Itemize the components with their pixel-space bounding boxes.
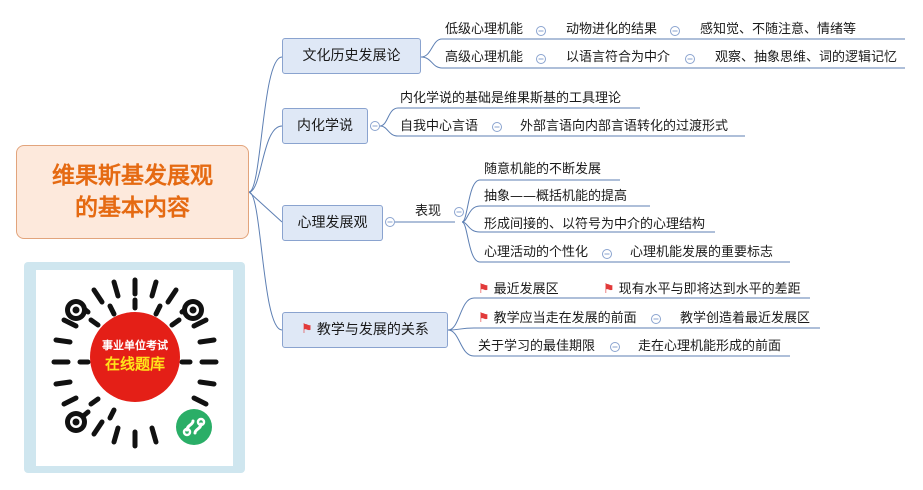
flag-icon: ⚑	[301, 322, 313, 337]
node-zpd[interactable]: ⚑最近发展区	[478, 282, 559, 298]
branch-teaching-development-label: 教学与发展的关系	[316, 322, 429, 338]
branch-teaching-development[interactable]: ⚑ 教学与发展的关系	[282, 312, 448, 348]
node-egocentric-speech-desc[interactable]: 外部言语向内部言语转化的过渡形式	[520, 119, 729, 134]
node-mediated-structure[interactable]: 形成间接的、以符号为中介的心理结构	[484, 217, 706, 232]
node-low-function-examples[interactable]: 感知觉、不随注意、情绪等	[700, 22, 857, 37]
node-voluntary-function[interactable]: 随意机能的不断发展	[484, 162, 602, 177]
node-high-function-mediator[interactable]: 以语言符合为中介	[566, 50, 671, 65]
node-optimal-period[interactable]: 关于学习的最佳期限	[478, 339, 596, 354]
branch-internalization-label: 内化学说	[297, 118, 353, 134]
branch-mental-development-label: 心理发展观	[297, 215, 368, 231]
node-manifestation[interactable]: 表现	[415, 204, 442, 219]
qr-code-card[interactable]	[24, 262, 245, 473]
node-individualization-desc[interactable]: 心理机能发展的重要标志	[630, 245, 774, 260]
node-low-function[interactable]: 低级心理机能	[445, 22, 524, 37]
node-egocentric-speech[interactable]: 自我中心言语	[400, 119, 479, 134]
node-teaching-ahead[interactable]: ⚑教学应当走在发展的前面	[478, 311, 637, 327]
miniprogram-icon	[176, 409, 212, 445]
branch-mental-development[interactable]: 心理发展观	[282, 205, 383, 241]
badge-line2: 在线题库	[104, 355, 165, 373]
node-individualization[interactable]: 心理活动的个性化	[484, 245, 589, 260]
flag-icon: ⚑	[478, 282, 490, 297]
qr-pattern	[51, 277, 219, 449]
flag-icon: ⚑	[478, 311, 490, 326]
central-topic[interactable]: 维果斯基发展观 的基本内容	[16, 145, 249, 239]
flag-icon: ⚑	[603, 282, 615, 297]
central-topic-label: 维果斯基发展观 的基本内容	[52, 163, 213, 221]
branch-internalization[interactable]: 内化学说	[282, 108, 368, 144]
node-high-function[interactable]: 高级心理机能	[445, 50, 524, 65]
node-internalization-basis[interactable]: 内化学说的基础是维果斯基的工具理论	[400, 91, 622, 106]
node-high-function-examples[interactable]: 观察、抽象思维、词的逻辑记忆	[715, 50, 898, 65]
node-zpd-desc[interactable]: ⚑现有水平与即将达到水平的差距	[603, 282, 801, 298]
node-low-function-origin[interactable]: 动物进化的结果	[566, 22, 658, 37]
branch-cultural-history[interactable]: 文化历史发展论	[282, 38, 421, 74]
node-teaching-ahead-label: 教学应当走在发展的前面	[493, 311, 637, 326]
branch-cultural-history-label: 文化历史发展论	[302, 48, 401, 64]
node-teaching-ahead-desc[interactable]: 教学创造着最近发展区	[680, 311, 811, 326]
badge-line1: 事业单位考试	[102, 339, 168, 352]
node-zpd-label: 最近发展区	[493, 282, 559, 297]
node-optimal-period-desc[interactable]: 走在心理机能形成的前面	[638, 339, 782, 354]
node-zpd-desc-label: 现有水平与即将达到水平的差距	[618, 282, 801, 297]
online-question-bank-badge[interactable]: 事业单位考试 在线题库	[90, 312, 180, 402]
node-abstraction[interactable]: 抽象——概括机能的提高	[484, 189, 628, 204]
